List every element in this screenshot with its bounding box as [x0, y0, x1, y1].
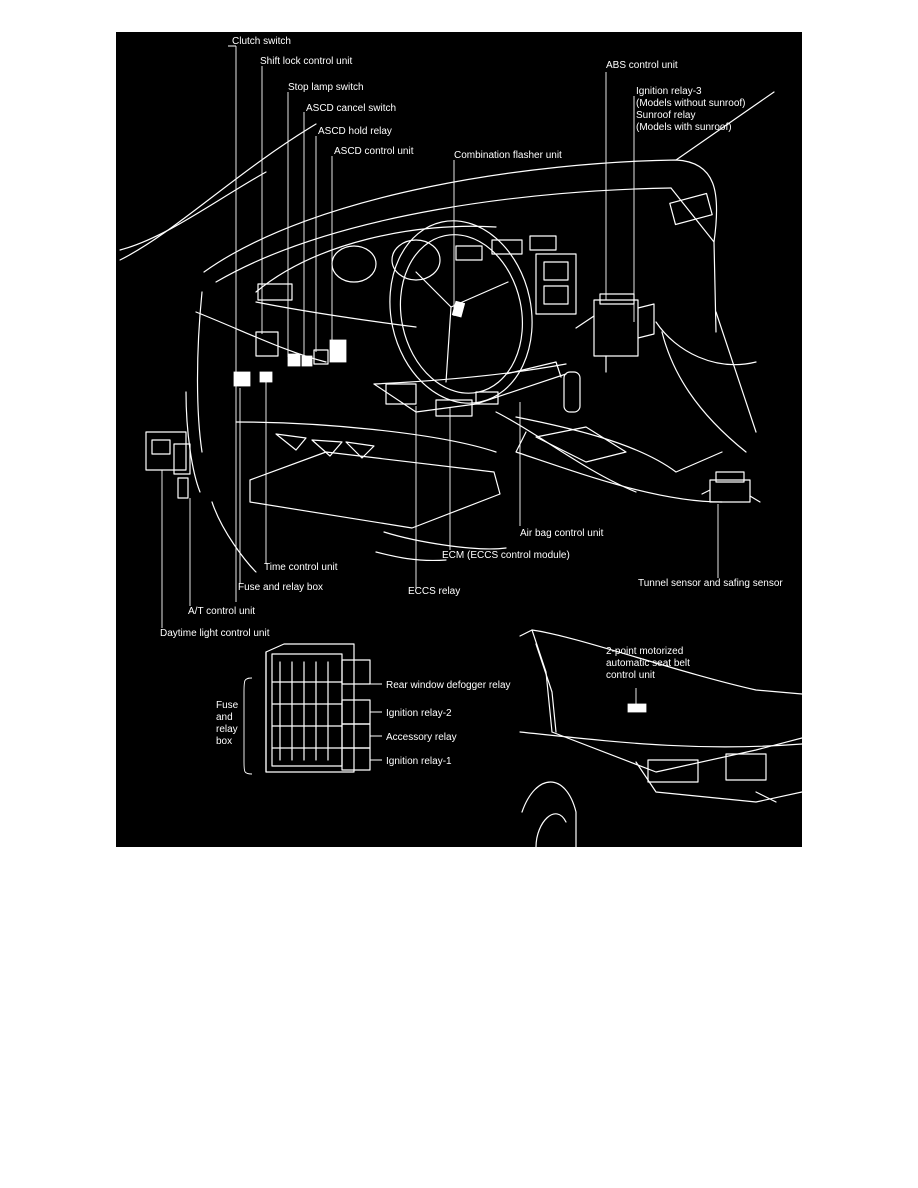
label-models-with-sunroof: (Models with sunroof): [636, 122, 732, 133]
label-fuse-box-title-4: box: [216, 736, 232, 747]
label-shift-lock-control-unit: Shift lock control unit: [260, 56, 352, 67]
ascd-control-unit-part: [329, 339, 347, 363]
label-abs-control-unit: ABS control unit: [606, 60, 678, 71]
label-accessory-relay: Accessory relay: [386, 732, 457, 743]
tunnel-sensor-part: [709, 479, 751, 503]
label-ascd-cancel-switch: ASCD cancel switch: [306, 103, 396, 114]
ascd-cancel-switch-part: [301, 355, 313, 367]
shift-lock-unit-part: [255, 331, 279, 357]
fuse-relay-box-inset: [243, 643, 382, 775]
label-seat-belt-1: 2-point motorized: [606, 646, 683, 657]
label-fuse-box-title-1: Fuse: [216, 700, 239, 711]
label-sunroof-relay: Sunroof relay: [636, 110, 695, 121]
label-combination-flasher-unit: Combination flasher unit: [454, 150, 562, 161]
label-daytime-light-control-unit: Daytime light control unit: [160, 628, 270, 639]
diagram-panel: Clutch switch Shift lock control unit St…: [116, 32, 802, 847]
label-seat-belt-3: control unit: [606, 670, 655, 681]
accessory-relay-part: [341, 723, 371, 749]
label-ascd-hold-relay: ASCD hold relay: [318, 126, 392, 137]
stop-lamp-switch-part: [287, 353, 301, 367]
label-tunnel-sensor: Tunnel sensor and safing sensor: [638, 578, 783, 589]
label-clutch-switch: Clutch switch: [232, 36, 291, 47]
dashboard-illustration: [119, 91, 775, 573]
label-ignition-relay-3: Ignition relay-3: [636, 86, 702, 97]
rear-defogger-relay-part: [341, 659, 371, 685]
car-rear-inset: [519, 629, 802, 847]
clutch-switch-part: [233, 371, 251, 387]
label-ignition-relay-2: Ignition relay-2: [386, 708, 452, 719]
label-at-control-unit: A/T control unit: [188, 606, 255, 617]
abs-control-unit-part: [593, 299, 639, 357]
seat-belt-unit-part: [627, 703, 647, 713]
label-fuse-box-title-2: and: [216, 712, 233, 723]
time-control-unit-part: [259, 371, 273, 383]
label-fuse-and-relay-box: Fuse and relay box: [238, 582, 323, 593]
ignition-relay-2-part: [341, 699, 371, 725]
label-fuse-box-title-3: relay: [216, 724, 238, 735]
label-ignition-relay-1: Ignition relay-1: [386, 756, 452, 767]
label-models-without-sunroof: (Models without sunroof): [636, 98, 746, 109]
component-location-diagram: Clutch switch Shift lock control unit St…: [119, 36, 802, 847]
label-rear-window-defogger-relay: Rear window defogger relay: [386, 680, 511, 691]
ascd-hold-relay-part: [313, 349, 329, 365]
ignition-relay-1-part: [341, 747, 371, 771]
text-labels: Clutch switch Shift lock control unit St…: [160, 36, 783, 767]
daytime-light-unit-part: [145, 431, 187, 471]
components: [145, 293, 761, 503]
label-ascd-control-unit: ASCD control unit: [334, 146, 414, 157]
leader-lines: [161, 45, 719, 628]
label-ecm: ECM (ECCS control module): [442, 550, 570, 561]
label-stop-lamp-switch: Stop lamp switch: [288, 82, 364, 93]
label-air-bag-control-unit: Air bag control unit: [520, 528, 604, 539]
label-seat-belt-2: automatic seat belt: [606, 658, 690, 669]
label-eccs-relay: ECCS relay: [408, 586, 460, 597]
label-time-control-unit: Time control unit: [264, 562, 338, 573]
